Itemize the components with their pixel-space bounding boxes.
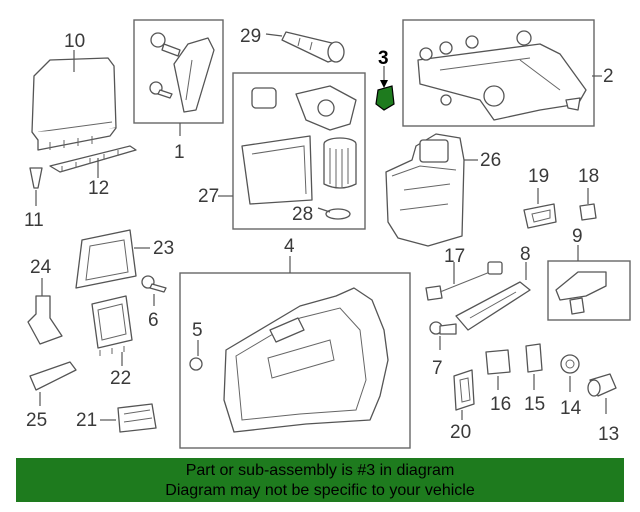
group-box-9 bbox=[547, 260, 631, 321]
callout-24: 24 bbox=[30, 257, 52, 278]
part-15-bracket bbox=[525, 343, 543, 390]
part-12-strip bbox=[49, 145, 137, 178]
callout-6: 6 bbox=[148, 310, 159, 331]
callout-8: 8 bbox=[520, 244, 531, 265]
part-26-housing bbox=[385, 133, 478, 247]
callout-28: 28 bbox=[292, 204, 313, 225]
callout-17: 17 bbox=[444, 246, 465, 267]
part-1-pillar-trim bbox=[149, 32, 215, 136]
part-4-quarter-panel bbox=[189, 256, 389, 433]
callout-4: 4 bbox=[284, 236, 295, 257]
callout-21: 21 bbox=[76, 410, 97, 431]
callout-19: 19 bbox=[528, 166, 549, 187]
callout-5: 5 bbox=[192, 320, 203, 341]
callout-18: 18 bbox=[578, 166, 599, 187]
part-29-tube bbox=[265, 31, 345, 63]
callout-9: 9 bbox=[572, 226, 583, 247]
part-13-socket bbox=[587, 373, 617, 414]
callout-27: 27 bbox=[198, 186, 219, 207]
callout-13: 13 bbox=[598, 424, 619, 445]
callout-20: 20 bbox=[450, 422, 471, 443]
part-25-trim bbox=[29, 361, 77, 406]
part-11-clip bbox=[29, 167, 43, 206]
callout-14: 14 bbox=[560, 398, 582, 419]
callout-3: 3 bbox=[378, 48, 389, 69]
part-22-module bbox=[91, 295, 133, 366]
part-2-bracket bbox=[417, 30, 602, 121]
part-23-panel bbox=[75, 229, 150, 289]
callout-10: 10 bbox=[64, 31, 85, 52]
arrow-3 bbox=[380, 80, 388, 88]
group-box-4 bbox=[179, 272, 411, 449]
callout-7: 7 bbox=[432, 358, 443, 379]
part-20-frame bbox=[453, 369, 475, 420]
banner-line-2: Diagram may not be specific to your vehi… bbox=[165, 482, 475, 499]
callout-26: 26 bbox=[480, 150, 501, 171]
callout-25: 25 bbox=[26, 410, 47, 431]
group-box-27 bbox=[232, 72, 366, 230]
part-14-bulb bbox=[560, 354, 580, 392]
callout-29: 29 bbox=[240, 26, 261, 47]
part-10-panel bbox=[31, 50, 117, 151]
callout-15: 15 bbox=[524, 394, 545, 415]
callout-11: 11 bbox=[24, 210, 44, 231]
part-27-bin-assembly bbox=[218, 85, 357, 220]
callout-22: 22 bbox=[110, 368, 131, 389]
part-18-clip bbox=[579, 188, 597, 221]
group-box-2 bbox=[402, 19, 595, 127]
callout-23: 23 bbox=[153, 238, 174, 259]
group-box-1 bbox=[133, 19, 224, 124]
part-3-highlighted bbox=[375, 85, 395, 111]
part-8-trim-bar bbox=[455, 262, 531, 331]
part-16-box bbox=[485, 349, 511, 390]
part-7-socket bbox=[429, 321, 457, 350]
part-24-duct bbox=[27, 278, 63, 345]
callout-16: 16 bbox=[490, 394, 511, 415]
callout-12: 12 bbox=[88, 178, 109, 199]
part-9-cover bbox=[555, 245, 607, 315]
banner-line-1: Part or sub-assembly is #3 in diagram bbox=[185, 462, 455, 479]
info-banner: Part or sub-assembly is #3 in diagram Di… bbox=[16, 458, 624, 502]
part-17-harness bbox=[425, 261, 503, 301]
part-6-screw bbox=[141, 275, 167, 306]
callout-1: 1 bbox=[174, 142, 185, 163]
part-19-switch bbox=[523, 188, 557, 229]
part-21-connector bbox=[100, 403, 157, 433]
callout-2: 2 bbox=[603, 66, 614, 87]
parts-diagram: 10 12 11 1 29 3 bbox=[24, 19, 631, 449]
